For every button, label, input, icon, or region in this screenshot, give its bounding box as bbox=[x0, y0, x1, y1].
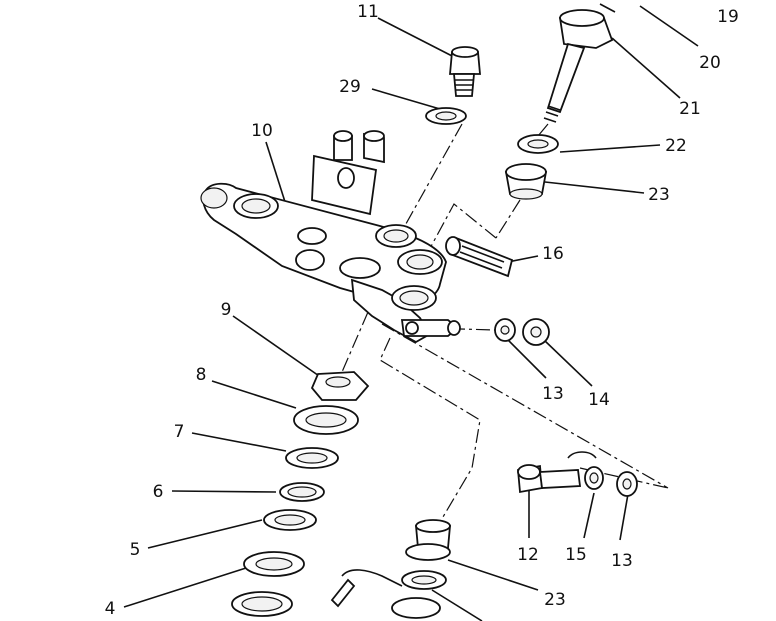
side-nuts bbox=[494, 318, 550, 346]
leader-lines bbox=[123, 3, 699, 621]
callout-10: 10 bbox=[251, 121, 273, 141]
callout-6: 6 bbox=[153, 482, 164, 502]
side-bolt bbox=[517, 451, 638, 497]
callout-8: 8 bbox=[196, 365, 207, 385]
callout-15: 15 bbox=[565, 545, 587, 565]
callout-13-upper: 13 bbox=[542, 384, 564, 404]
callout-22: 22 bbox=[665, 136, 687, 156]
callout-19: 19 bbox=[717, 7, 739, 27]
callout-23-lower: 23 bbox=[544, 590, 566, 610]
callout-5: 5 bbox=[130, 540, 141, 560]
callout-23-upper: 23 bbox=[648, 185, 670, 205]
lower-parts bbox=[330, 519, 451, 619]
shaft-assembly bbox=[504, 9, 614, 200]
callout-12: 12 bbox=[517, 545, 539, 565]
bearing-stack bbox=[231, 371, 370, 617]
callout-14: 14 bbox=[588, 390, 610, 410]
top-bolt bbox=[425, 46, 481, 125]
callout-4: 4 bbox=[105, 599, 116, 619]
callout-labels: 11 19 20 21 29 10 22 23 16 9 13 14 8 7 6… bbox=[105, 2, 739, 619]
callout-21: 21 bbox=[679, 99, 701, 119]
callout-7: 7 bbox=[174, 422, 185, 442]
pin bbox=[445, 236, 514, 278]
callout-16: 16 bbox=[542, 244, 564, 264]
callout-29: 29 bbox=[339, 77, 361, 97]
callout-9: 9 bbox=[221, 300, 232, 320]
callout-11: 11 bbox=[357, 2, 379, 22]
callout-13-lower: 13 bbox=[611, 551, 633, 571]
upper-bracket bbox=[200, 130, 461, 344]
callout-20: 20 bbox=[699, 53, 721, 73]
